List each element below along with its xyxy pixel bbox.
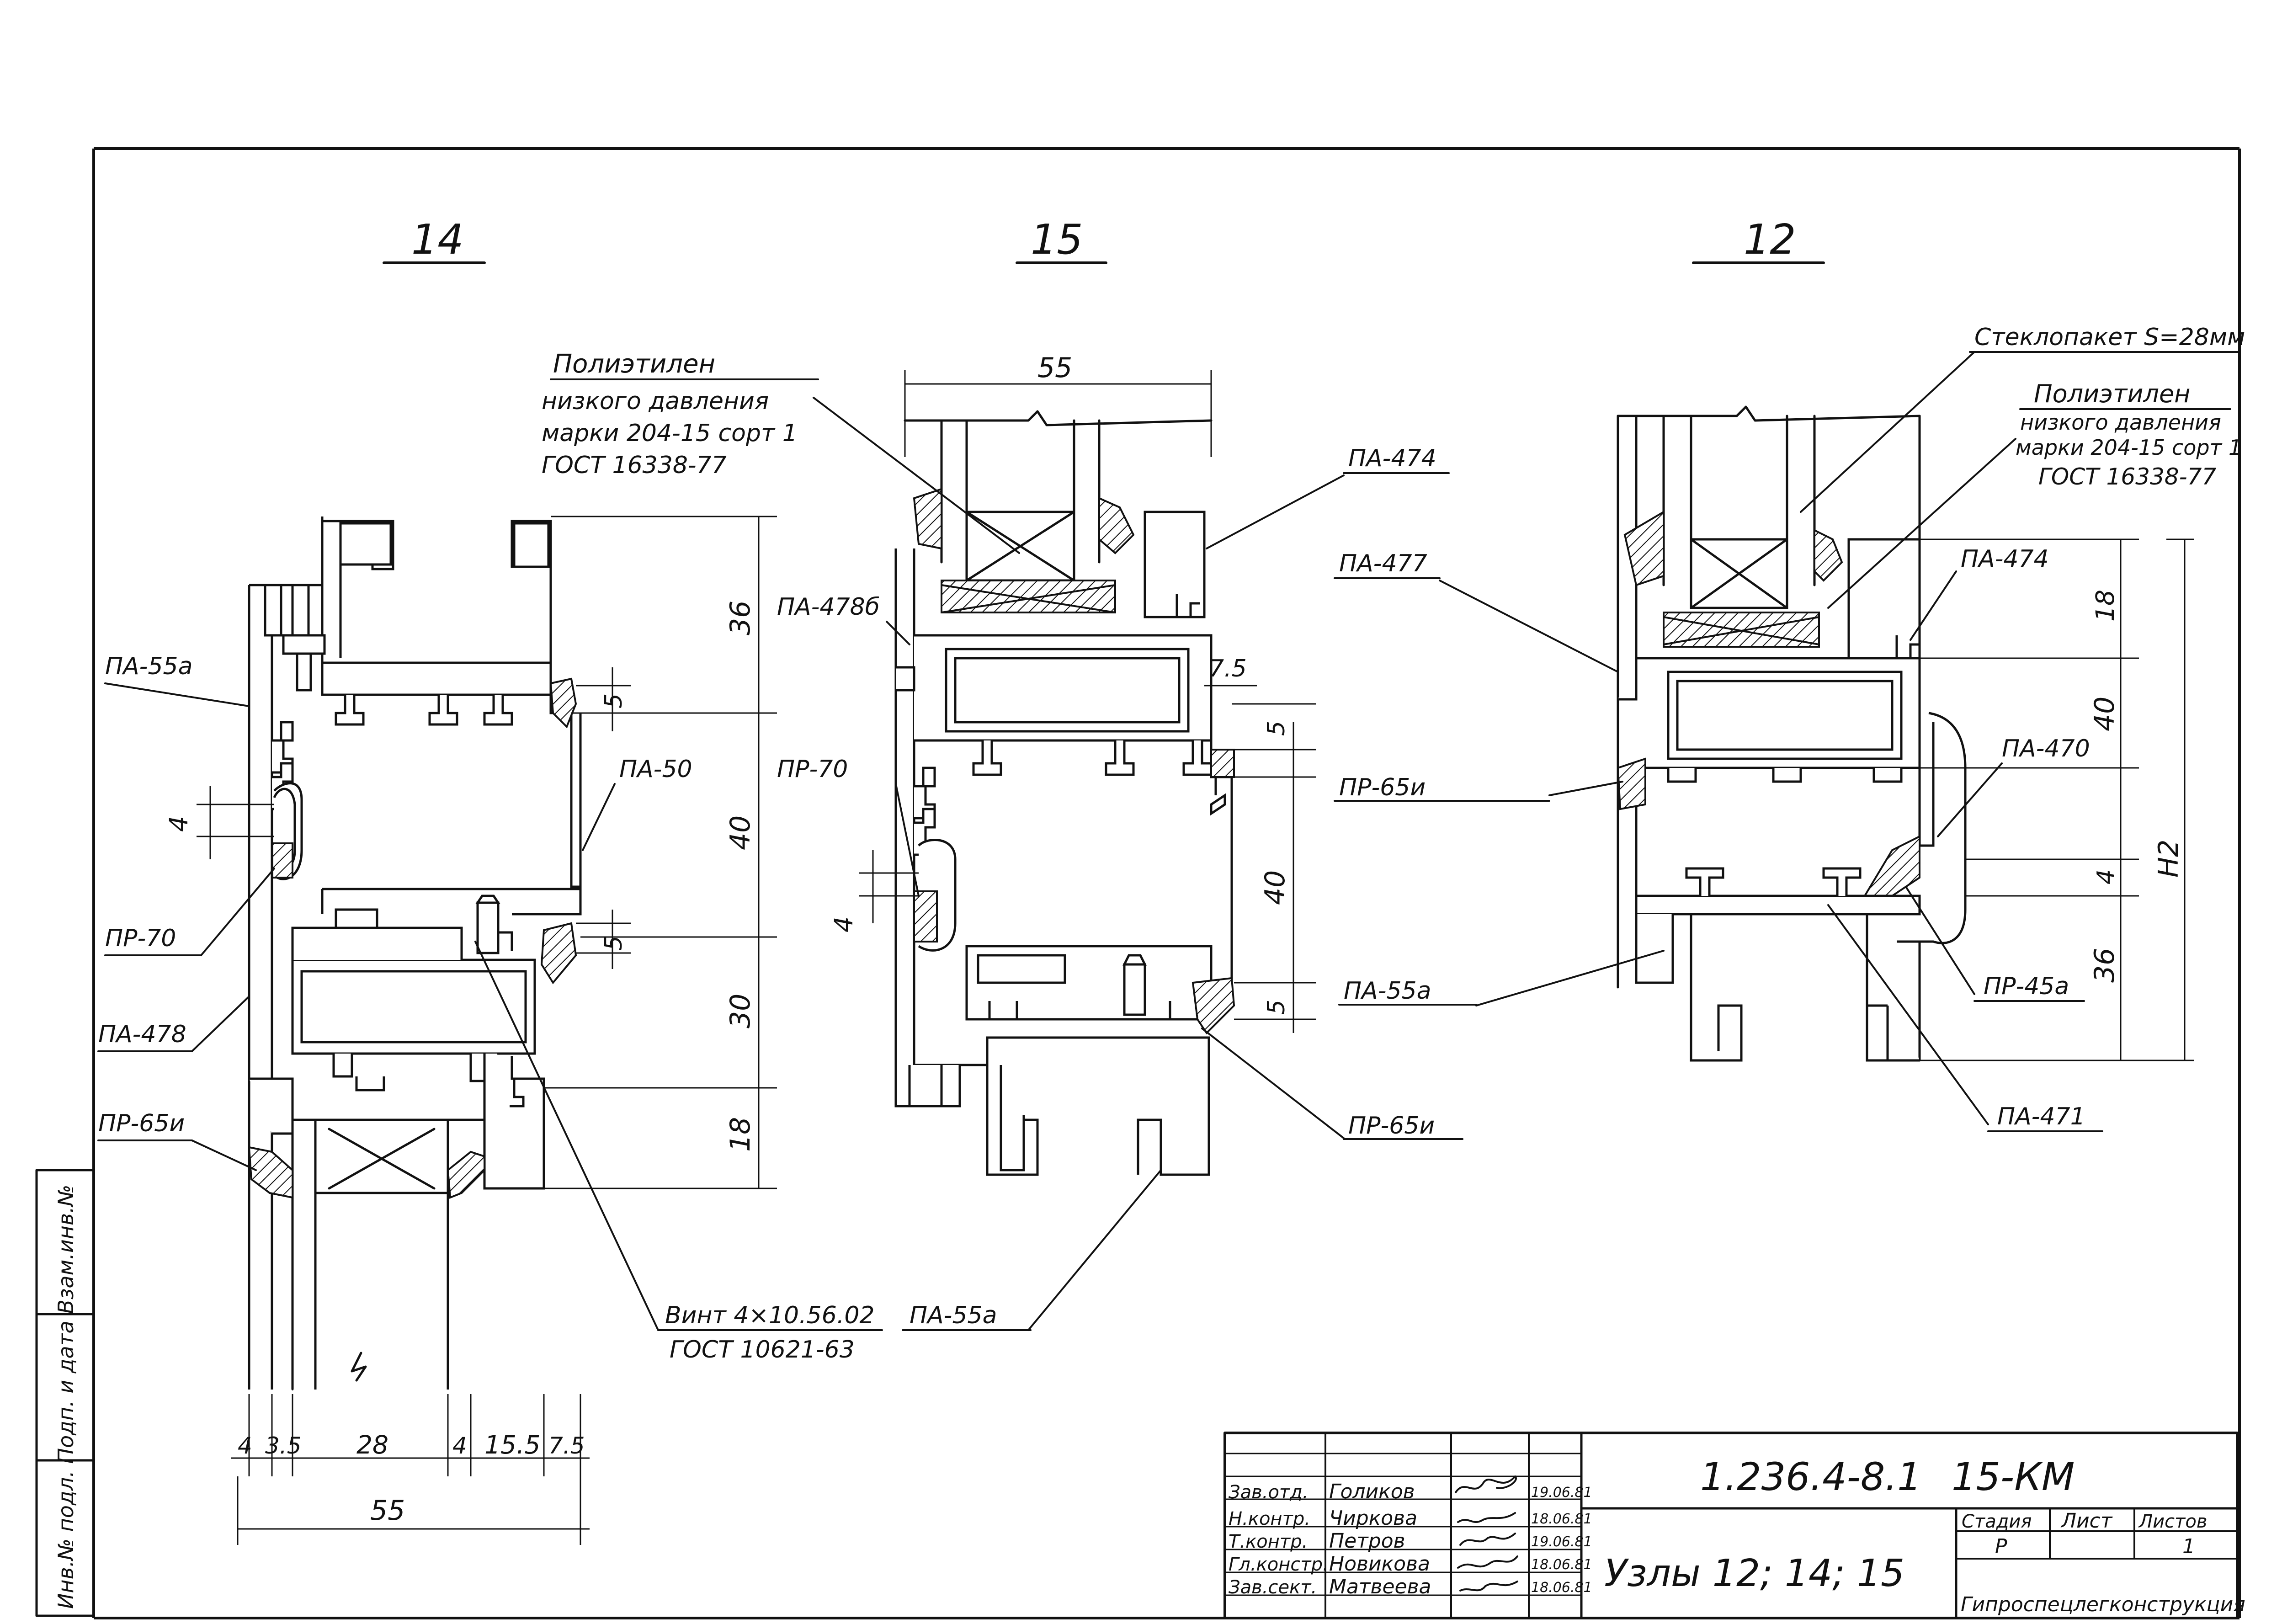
label-pe12-line4: ГОСТ 16338-77 — [2038, 463, 2216, 490]
n15-dim-5a: 5 — [1263, 721, 1290, 736]
node-titles: 14 15 12 — [383, 216, 1825, 264]
label-pe12-line3: марки 204-15 сорт 1 — [2016, 435, 2242, 460]
n15-dim-75: 7.5 — [1209, 655, 1247, 682]
label-pa55a-n15: ПА-55а — [910, 1302, 997, 1329]
label-pr65i-n12: ПР-65и — [1339, 774, 1426, 801]
label-pa471: ПА-471 — [1997, 1103, 2085, 1130]
node-15-section: 55 — [829, 352, 1316, 1176]
n14-dim-b28: 28 — [356, 1430, 388, 1459]
label-screw-line1: Винт 4×10.56.02 — [665, 1302, 875, 1329]
label-glass-unit: Стеклопакет S=28мм — [1974, 324, 2245, 351]
stamp-name-2: Чиркова — [1329, 1507, 1417, 1530]
stamp-title: Узлы 12; 14; 15 — [1604, 1552, 1904, 1595]
stamp-name-3: Петров — [1329, 1529, 1405, 1553]
n14-dim-4: 4 — [164, 816, 193, 832]
leaders — [97, 351, 2016, 1331]
stamp-sheet-code: 15-КМ — [1952, 1454, 2075, 1499]
node-12-section: 18 40 4 36 H2 — [1617, 405, 2194, 1062]
n14-dim-55: 55 — [370, 1495, 405, 1527]
n12-dim-4: 4 — [2092, 869, 2120, 884]
side-stamp: Инв.№ подл. Подп. и дата Взам.инв.№ — [35, 1169, 95, 1617]
label-pe-line4: ГОСТ 16338-77 — [542, 452, 727, 479]
stamp-role-4: Гл.констр. — [1229, 1554, 1329, 1575]
n12-dim-36: 36 — [2089, 948, 2121, 983]
n14-dim-b4b: 4 — [452, 1432, 467, 1459]
n14-dim-5a: 5 — [600, 693, 628, 708]
n15-dim-4: 4 — [829, 916, 858, 932]
stamp-role-2: Н.контр. — [1229, 1508, 1310, 1529]
label-pa55a-n12: ПА-55а — [1344, 977, 1431, 1005]
label-pr70-n15: ПР-70 — [777, 756, 848, 783]
n14-dim-36: 36 — [724, 601, 756, 635]
stamp-sheets: 1 — [2182, 1535, 2195, 1558]
label-pr65i-n15: ПР-65и — [1348, 1112, 1435, 1139]
stamp-stage-label: Стадия — [1962, 1511, 2032, 1532]
stamp-role-5: Зав.сект. — [1229, 1577, 1317, 1598]
n14-dim-b155: 15.5 — [484, 1430, 540, 1459]
node-12-title: 12 — [1744, 216, 1796, 264]
label-pe12-line1: Полиэтилен — [2034, 379, 2190, 408]
stamp-name-1: Голиков — [1329, 1480, 1415, 1503]
label-pa474-n12: ПА-474 — [1961, 545, 2049, 573]
stamp-sheets-label: Листов — [2138, 1511, 2207, 1532]
stamp-stage: Р — [1995, 1535, 2007, 1558]
stamp-date-2: 18.06.81 — [1531, 1511, 1592, 1527]
n12-dim-18: 18 — [2091, 590, 2120, 622]
n14-dim-18: 18 — [724, 1117, 756, 1152]
stamp-date-3: 19.06.81 — [1531, 1534, 1592, 1550]
stamp-name-5: Матвеева — [1329, 1575, 1431, 1598]
stamp-role-1: Зав.отд. — [1229, 1482, 1309, 1503]
label-pa50: ПА-50 — [619, 756, 692, 783]
label-pa55a-n14: ПА-55а — [105, 653, 192, 680]
n14-dim-b4: 4 — [238, 1432, 252, 1459]
n15-dim-40: 40 — [1259, 870, 1291, 905]
label-pa477: ПА-477 — [1339, 550, 1427, 577]
stamp-sheet-label: Лист — [2060, 1509, 2113, 1533]
label-pe12-line2: низкого давления — [2020, 410, 2221, 435]
label-pa478b: ПА-478б — [777, 593, 880, 621]
label-pr70-n14: ПР-70 — [105, 925, 176, 952]
label-pr65i-n14: ПР-65и — [98, 1110, 185, 1137]
label-pe-line3: марки 204-15 сорт 1 — [542, 420, 798, 447]
n14-dim-40: 40 — [724, 815, 756, 850]
node-15-title: 15 — [1031, 216, 1083, 264]
n14-dim-b75: 7.5 — [548, 1432, 585, 1459]
stamp-name-4: Новикова — [1329, 1552, 1430, 1576]
label-pa474-n15: ПА-474 — [1348, 445, 1436, 472]
stamp-role-3: Т.контр. — [1229, 1531, 1308, 1552]
n14-dim-5b: 5 — [600, 936, 628, 951]
label-pe-line2: низкого давления — [542, 388, 769, 415]
side-stamp-label: Инв.№ подл. Подп. и дата Взам.инв.№ — [53, 1185, 78, 1609]
label-screw-line2: ГОСТ 10621-63 — [670, 1336, 855, 1363]
n15-dim-5b: 5 — [1263, 1000, 1290, 1015]
n12-dim-h2: H2 — [2153, 840, 2185, 878]
n14-dim-b35: 3.5 — [265, 1432, 302, 1459]
node-14-section — [248, 516, 582, 1390]
label-pa478: ПА-478 — [98, 1021, 186, 1048]
stamp-code: 1.236.4-8.1 — [1700, 1454, 1922, 1499]
label-pe-line1: Полиэтилен — [553, 349, 715, 379]
n15-dim-55: 55 — [1037, 352, 1072, 384]
stamp-date-1: 19.06.81 — [1531, 1485, 1592, 1501]
label-pa470: ПА-470 — [2002, 735, 2090, 762]
stamp-date-5: 18.06.81 — [1531, 1580, 1592, 1596]
n12-dim-40: 40 — [2089, 697, 2121, 731]
signatures — [1455, 1475, 1518, 1592]
callout-labels: ПА-55а ПА-50 ПР-70 ПА-478 ПР-65и Полиэти… — [98, 324, 2245, 1363]
stamp-org: Гипроспецлегконструкция — [1961, 1593, 2245, 1616]
label-pr45a: ПР-45а — [1984, 973, 2069, 1000]
node-14-dimensions: 36 5 40 5 30 18 4 4 3.5 28 4 15.5 7.5 55 — [164, 516, 777, 1545]
n14-dim-30: 30 — [724, 994, 756, 1028]
node-14-title: 14 — [411, 216, 464, 264]
title-block: Зав.отд. Голиков 19.06.81 Н.контр. Чирко… — [1223, 1432, 2245, 1619]
stamp-date-4: 18.06.81 — [1531, 1557, 1592, 1573]
